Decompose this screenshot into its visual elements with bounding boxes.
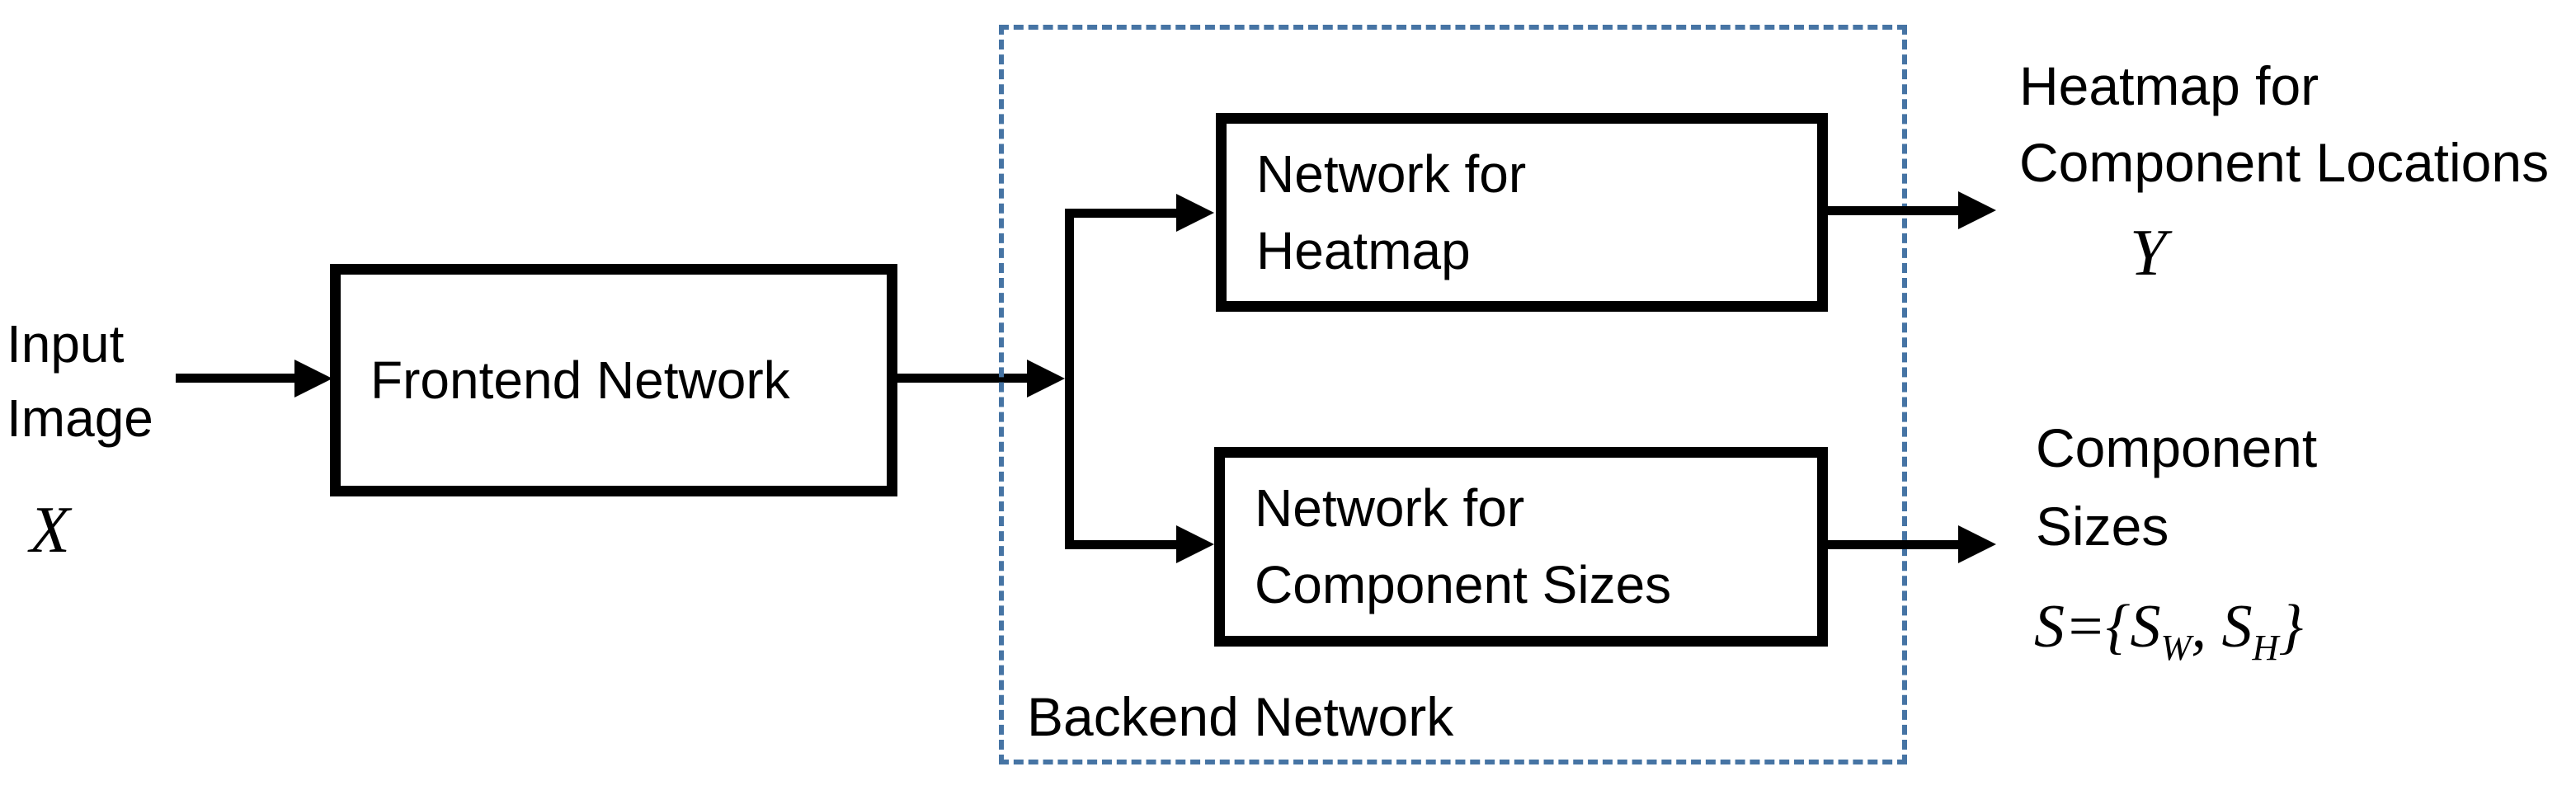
frontend-network-label: Frontend Network (370, 350, 790, 410)
branch-connector-line (1065, 209, 1074, 549)
output-symbol-y: Y (2130, 217, 2167, 289)
backend-network-label: Backend Network (1027, 686, 1454, 747)
arrow-shaft (1065, 540, 1178, 549)
input-symbol-x: X (30, 494, 70, 567)
backend-network-dashed-box (999, 25, 1907, 764)
frontend-network-box: Frontend Network (330, 264, 897, 496)
formula-part: , S (2191, 593, 2253, 661)
arrow-shaft (1065, 209, 1178, 218)
arrowhead-icon (1027, 360, 1065, 398)
arrowhead-icon (1958, 525, 1996, 563)
heatmap-network-box: Network for Heatmap (1216, 113, 1828, 312)
arrowhead-icon (1958, 191, 1996, 229)
component-sizes-network-label: Network for Component Sizes (1255, 478, 1672, 614)
output-sizes-label: Component Sizes (2036, 417, 2318, 557)
arrowhead-icon (294, 360, 332, 398)
arrowhead-icon (1176, 194, 1214, 232)
component-sizes-network-box: Network for Component Sizes (1214, 447, 1828, 647)
formula-part: S={S (2034, 593, 2161, 661)
arrowhead-icon (1176, 525, 1214, 563)
output-heatmap-label: Heatmap for Component Locations (2019, 55, 2550, 193)
formula-subscript-h: H (2252, 626, 2279, 668)
input-image-label: Input Image (7, 314, 153, 448)
formula-subscript-w: W (2160, 626, 2192, 668)
heatmap-network-label: Network for Heatmap (1256, 143, 1527, 280)
arrow-shaft (176, 374, 297, 383)
arrow-shaft (1828, 540, 1960, 549)
formula-part: } (2278, 593, 2304, 661)
arrow-shaft (1828, 206, 1960, 215)
arrow-shaft (896, 374, 1029, 383)
output-sizes-formula: S={SW, SH} (2034, 592, 2303, 669)
